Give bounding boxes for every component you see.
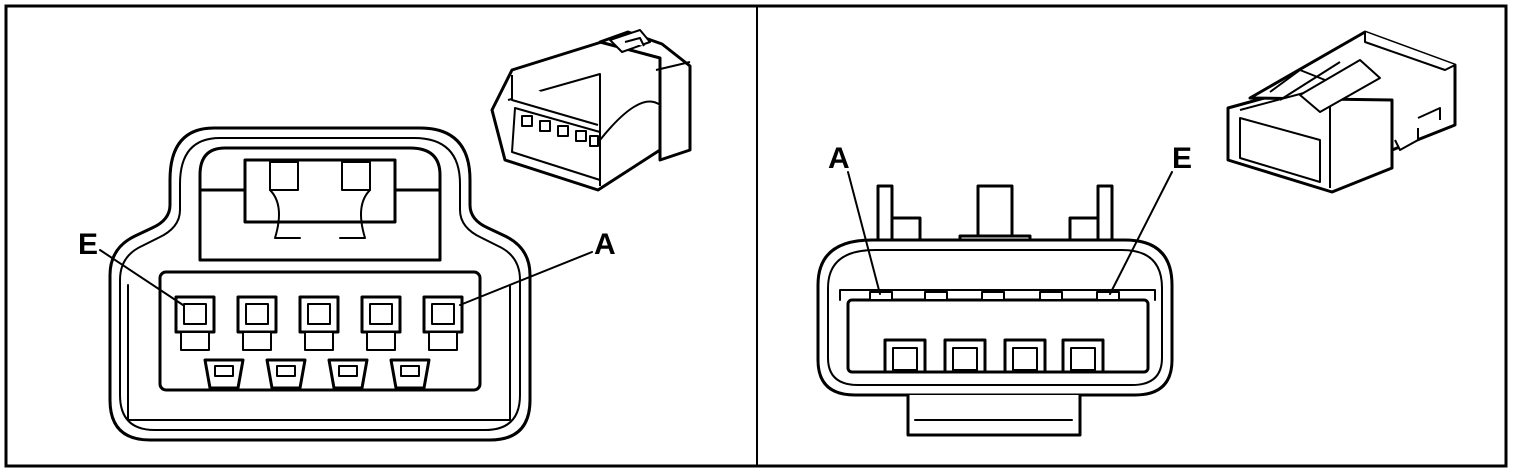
left-pin-label-e: E xyxy=(78,228,98,261)
right-connector-thumbnail xyxy=(1226,30,1457,194)
left-housing-inner-outline xyxy=(119,137,521,431)
left-latch-tab xyxy=(243,158,397,224)
left-pin-label-a: A xyxy=(594,228,616,261)
right-panel-male-connector: A E xyxy=(816,30,1457,437)
right-cavity xyxy=(943,338,987,374)
left-latch-rib-left xyxy=(269,189,301,239)
left-cavity xyxy=(327,358,369,390)
right-housing-inner-outline xyxy=(827,249,1163,386)
right-terminal xyxy=(981,291,1005,301)
right-bottom-tab xyxy=(906,395,1082,437)
right-terminal-row xyxy=(869,291,1120,301)
left-cavity xyxy=(422,295,464,351)
left-face-rim xyxy=(127,284,511,421)
left-latch-post-left xyxy=(269,161,299,191)
left-cavity-face xyxy=(158,270,482,392)
left-latch-post-right xyxy=(341,161,371,191)
left-bottom-cavity-row xyxy=(203,358,431,390)
left-cavity xyxy=(265,358,307,390)
right-terminal xyxy=(869,291,893,301)
left-cavity xyxy=(174,295,216,351)
left-housing-outline xyxy=(108,126,532,442)
right-cavity xyxy=(1061,338,1105,374)
right-cavity xyxy=(1003,338,1047,374)
right-terminal xyxy=(924,291,948,301)
left-top-cavity-row xyxy=(174,295,464,351)
left-cavity xyxy=(360,295,402,351)
left-cavity xyxy=(389,358,431,390)
left-cavity xyxy=(203,358,245,390)
left-cavity xyxy=(236,295,278,351)
right-leader-e xyxy=(1109,171,1173,295)
left-panel-female-connector: E A xyxy=(78,29,692,442)
right-center-key xyxy=(976,184,1014,238)
right-bottom-cavity-row xyxy=(883,338,1105,374)
left-leader-a xyxy=(459,251,593,306)
right-top-ledge xyxy=(839,289,1156,301)
right-terminal xyxy=(1096,291,1120,301)
left-cavity xyxy=(298,295,340,351)
right-cavity xyxy=(883,338,927,374)
left-connector-thumbnail xyxy=(490,29,692,192)
right-leader-a xyxy=(847,171,881,295)
left-leader-e xyxy=(99,249,184,306)
right-pin-label-a: A xyxy=(828,142,850,175)
right-terminal xyxy=(1039,291,1063,301)
left-latch-rib-right xyxy=(339,189,371,239)
right-pin-label-e: E xyxy=(1172,142,1192,175)
